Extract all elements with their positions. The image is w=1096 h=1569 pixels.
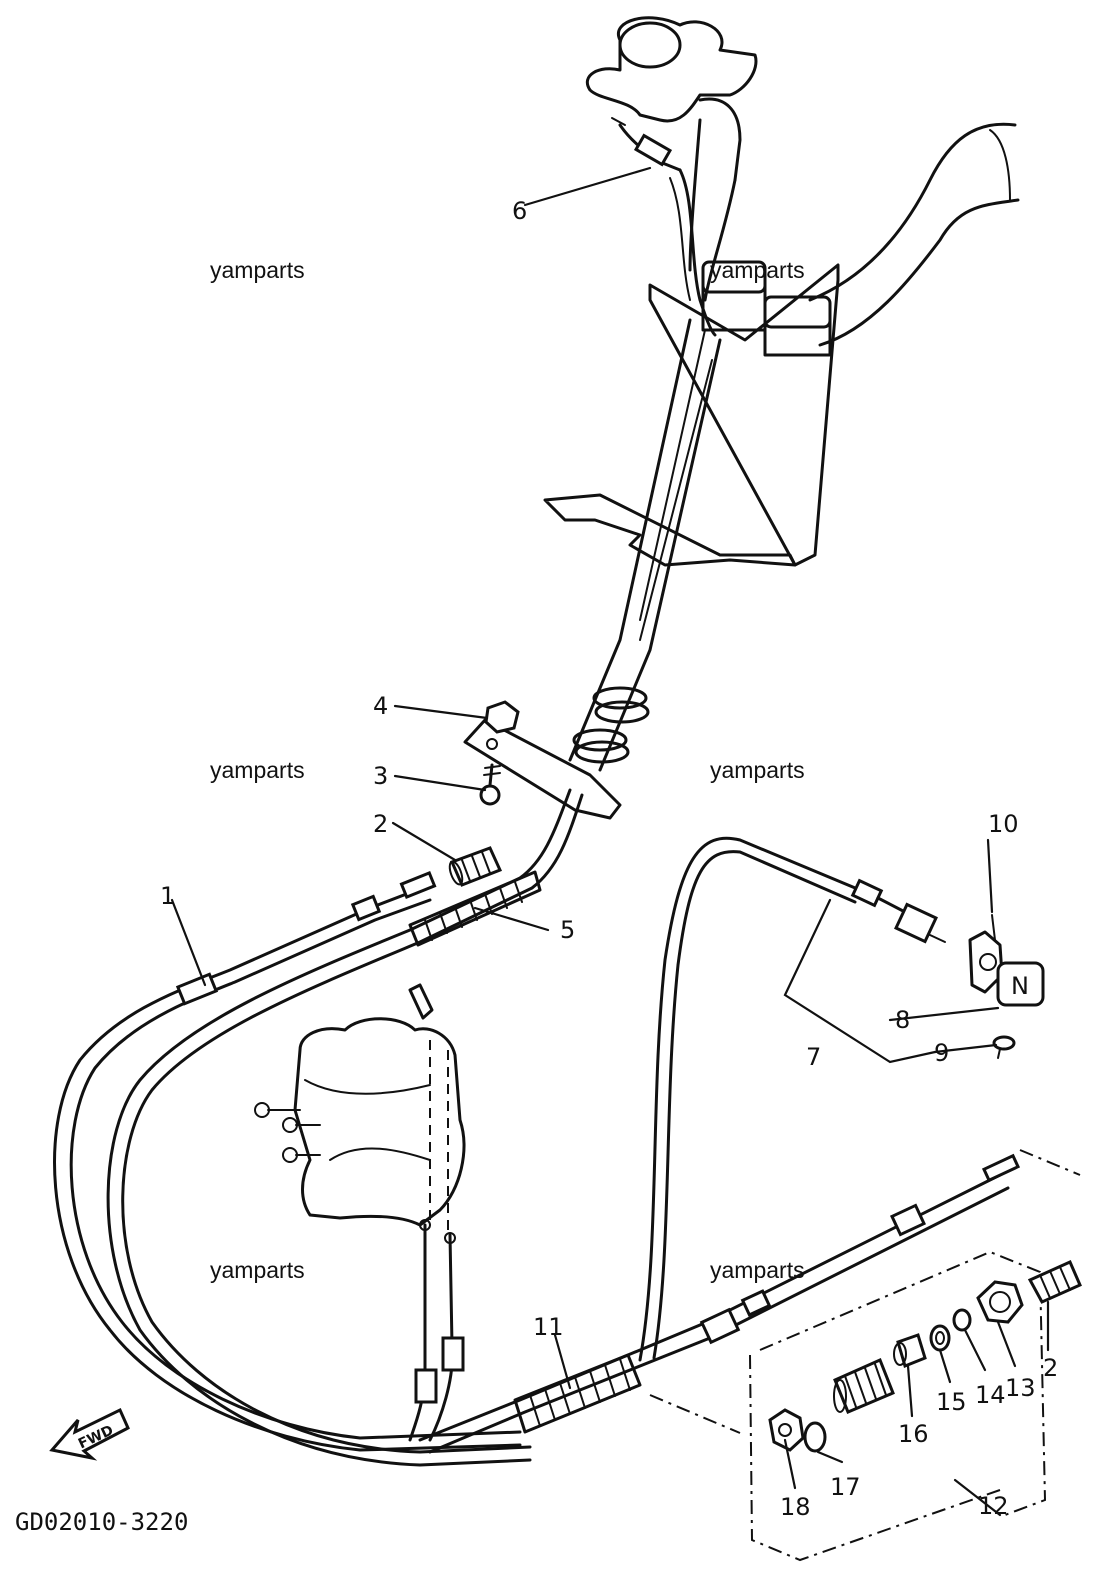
bolt-3	[479, 763, 501, 806]
callout-4: 4	[373, 692, 388, 720]
callout-18: 18	[780, 1493, 811, 1521]
callout-1: 1	[160, 882, 175, 910]
watermark-5: yamparts	[210, 1257, 305, 1283]
watermarks: yamparts yamparts yamparts yamparts yamp…	[210, 257, 805, 1283]
kit-12-components	[768, 1260, 1082, 1453]
leader-lines	[170, 166, 1050, 1517]
callout-5: 5	[560, 916, 575, 944]
callout-12: 12	[978, 1492, 1009, 1520]
washer-14	[952, 1308, 972, 1332]
callout-2-lower: 2	[1043, 1354, 1058, 1382]
callout-10: 10	[988, 810, 1019, 838]
callout-8: 8	[895, 1006, 910, 1034]
steering-column	[568, 318, 722, 772]
cable-6-throttle	[611, 117, 717, 337]
bushing-16	[893, 1333, 927, 1369]
washer-15	[929, 1324, 951, 1352]
watermark-6: yamparts	[710, 1257, 805, 1283]
nut-13	[976, 1280, 1024, 1324]
boot-2-upper	[448, 846, 503, 887]
neutral-badge: N	[996, 961, 1045, 1007]
callout-2-upper: 2	[373, 810, 388, 838]
cable-5	[106, 788, 584, 1467]
callout-15: 15	[936, 1388, 967, 1416]
callout-17: 17	[830, 1473, 861, 1501]
watermark-4: yamparts	[710, 757, 805, 783]
column-collars	[572, 686, 650, 764]
callout-11: 11	[533, 1313, 564, 1341]
watermark-1: yamparts	[210, 257, 305, 283]
nut-18	[768, 1408, 805, 1452]
fwd-arrow: FWD	[49, 1407, 130, 1461]
engine-block	[254, 983, 466, 1227]
nut-4	[484, 700, 520, 734]
washer-17	[803, 1421, 827, 1453]
figure-code: GD02010-3220	[15, 1508, 188, 1536]
callout-13: 13	[1005, 1374, 1036, 1402]
callout-9: 9	[934, 1039, 949, 1067]
kit-7-bracket-lines	[783, 898, 937, 1064]
engine-dashed-guides	[429, 1040, 449, 1235]
cable-11-boot	[513, 1353, 642, 1434]
kit-12-boundary	[649, 1149, 1081, 1562]
callout-3: 3	[373, 762, 388, 790]
watermark-2: yamparts	[710, 257, 805, 283]
callouts: 6 4 3 2 1 5 10 8 7 9 11 12 13 14 15 16 1…	[160, 197, 1058, 1521]
boot-2-lower	[1027, 1260, 1082, 1304]
neutral-badge-letter: N	[1011, 972, 1029, 1000]
throttle-cable-ends	[408, 1219, 465, 1442]
screw-9	[992, 1035, 1016, 1059]
handlebar-clamp	[543, 260, 840, 567]
cable-7-end	[850, 878, 946, 944]
cable-5-boot	[408, 870, 542, 947]
callout-16: 16	[898, 1420, 929, 1448]
cable-1	[53, 870, 522, 1452]
callout-7: 7	[806, 1043, 821, 1071]
callout-14: 14	[975, 1381, 1006, 1409]
threaded-fitting	[833, 1357, 895, 1414]
handlebar-tube	[688, 118, 1020, 347]
watermark-3: yamparts	[210, 757, 305, 783]
cable-11	[418, 836, 1021, 1454]
callout-6: 6	[512, 197, 527, 225]
throttle-grip-housing	[586, 16, 758, 182]
